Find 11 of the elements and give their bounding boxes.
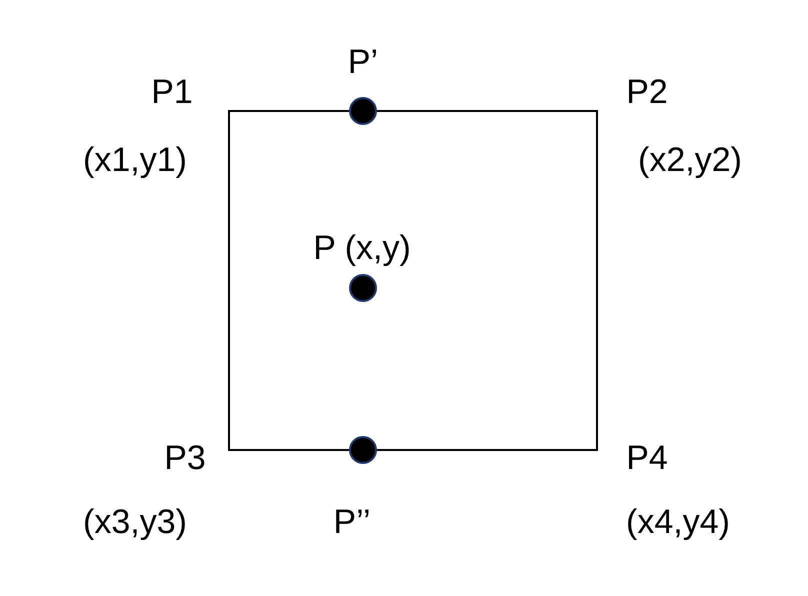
point-label: P’’ (333, 505, 371, 539)
point-label: P3 (164, 441, 206, 475)
point-label: P’ (348, 45, 378, 79)
point-label: P4 (626, 441, 668, 475)
point-label: P1 (151, 75, 193, 109)
coordinate-label: (x1,y1) (83, 143, 187, 177)
coordinate-label: (x4,y4) (626, 505, 730, 539)
coordinate-label: (x3,y3) (83, 505, 187, 539)
coordinate-label: (x2,y2) (638, 143, 742, 177)
point-label: P (x,y) (313, 231, 411, 265)
point-label: P2 (626, 75, 668, 109)
